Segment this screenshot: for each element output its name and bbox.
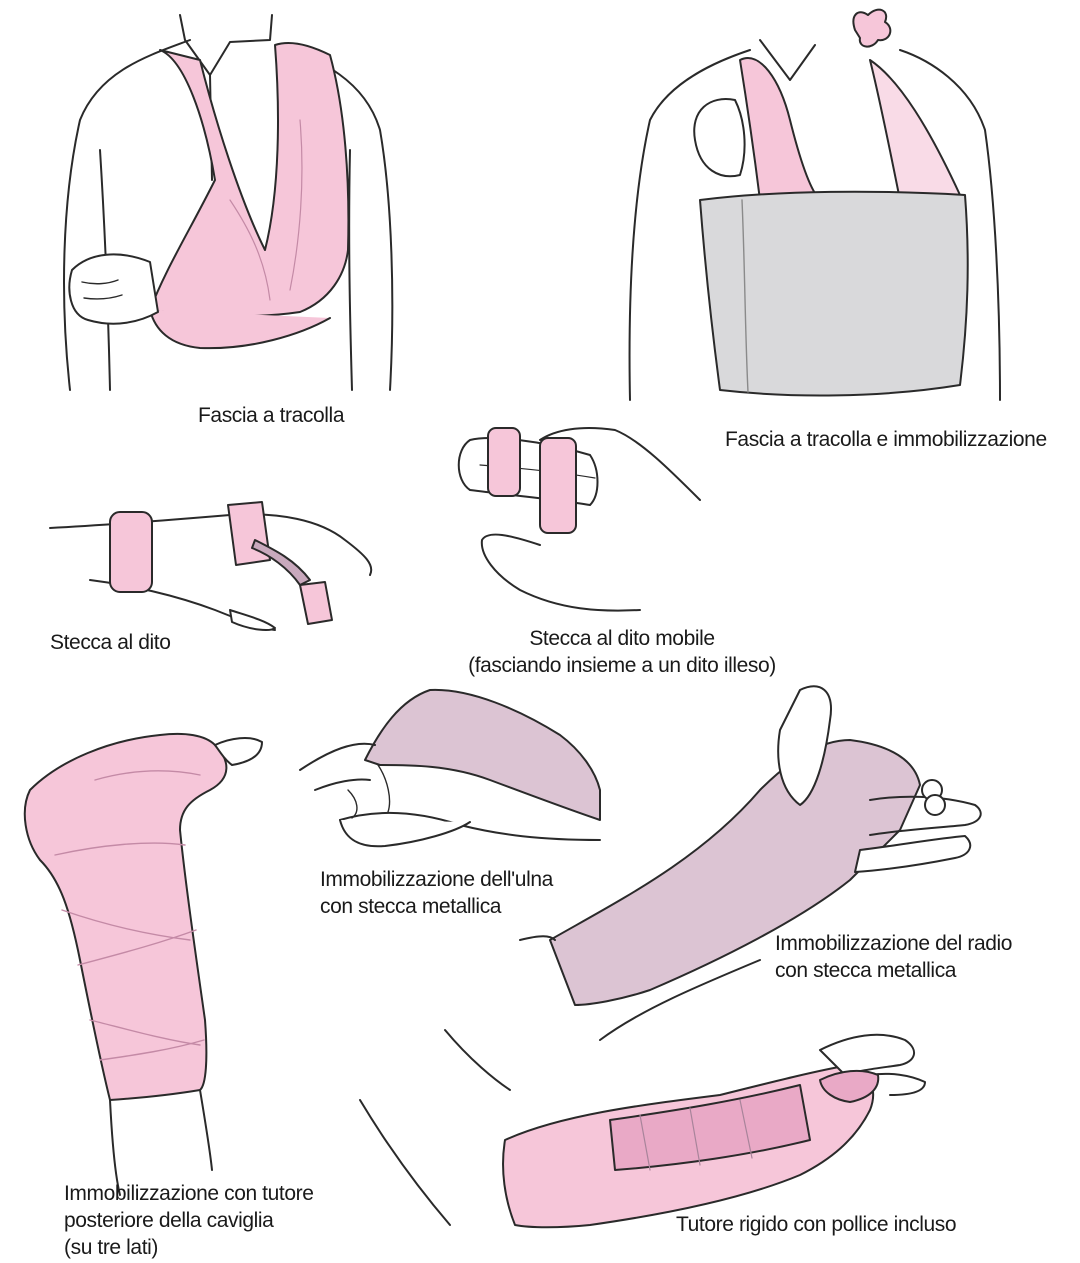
caption-ulnar-splint-line-1: Immobilizzazione dell'ulna	[320, 868, 553, 891]
ulnar-splint-shell	[364, 688, 601, 821]
ulnar-splint-figure	[299, 688, 601, 848]
buddy-tape-figure	[457, 427, 701, 612]
finger-splint-figure	[49, 501, 373, 631]
sling-figure	[63, 14, 394, 391]
sling-swathe-figure	[628, 8, 1001, 401]
buddy-tape-band-2	[539, 437, 577, 534]
radial-splint-figure	[519, 685, 982, 1041]
caption-radial-splint-line-1: Immobilizzazione del radio	[775, 932, 1013, 955]
caption-ulnar-splint-line-2: con stecca metallica	[320, 895, 502, 918]
caption-ankle-splint-line-1: Immobilizzazione con tutore	[64, 1182, 314, 1205]
metal-finger-splint	[251, 539, 311, 586]
ankle-splint-figure	[23, 732, 263, 1196]
finger-band-2	[299, 581, 333, 625]
sling-hand	[68, 253, 159, 325]
caption-ankle-splint-line-2: posteriore della caviglia	[64, 1209, 274, 1232]
caption-ulnar-splint: Immobilizzazione dell'ulna con stecca me…	[320, 866, 553, 920]
caption-radial-splint: Immobilizzazione del radio con stecca me…	[775, 930, 1012, 984]
finger-band-1	[227, 501, 271, 566]
caption-radial-splint-line-2: con stecca metallica	[775, 959, 957, 982]
caption-ankle-splint: Immobilizzazione con tutore posteriore d…	[64, 1180, 314, 1261]
caption-ankle-splint-line-3: (su tre lati)	[64, 1236, 158, 1259]
swathe-sling-bandage	[739, 57, 821, 201]
swathe-wrap	[699, 190, 969, 397]
buddy-tape-band-1	[487, 427, 521, 497]
caption-finger-splint: Stecca al dito	[50, 631, 171, 654]
caption-thumb-spica: Tutore rigido con pollice incluso	[676, 1213, 957, 1236]
caption-buddy-tape: Stecca al dito mobile (fasciando insieme…	[442, 625, 802, 679]
caption-buddy-tape-line-2: (fasciando insieme a un dito illeso)	[468, 654, 776, 677]
sling-bandage	[149, 42, 350, 318]
caption-buddy-tape-line-1: Stecca al dito mobile	[529, 627, 715, 650]
wrist-band	[109, 511, 153, 593]
sling-knot	[852, 8, 892, 48]
caption-sling-immobilization: Fascia a tracolla e immobilizzazione	[725, 428, 1047, 451]
caption-sling: Fascia a tracolla	[198, 404, 345, 427]
thumb-spica-figure	[359, 1029, 926, 1229]
radial-splint-shell	[549, 739, 921, 1006]
ankle-bandage	[23, 732, 228, 1101]
